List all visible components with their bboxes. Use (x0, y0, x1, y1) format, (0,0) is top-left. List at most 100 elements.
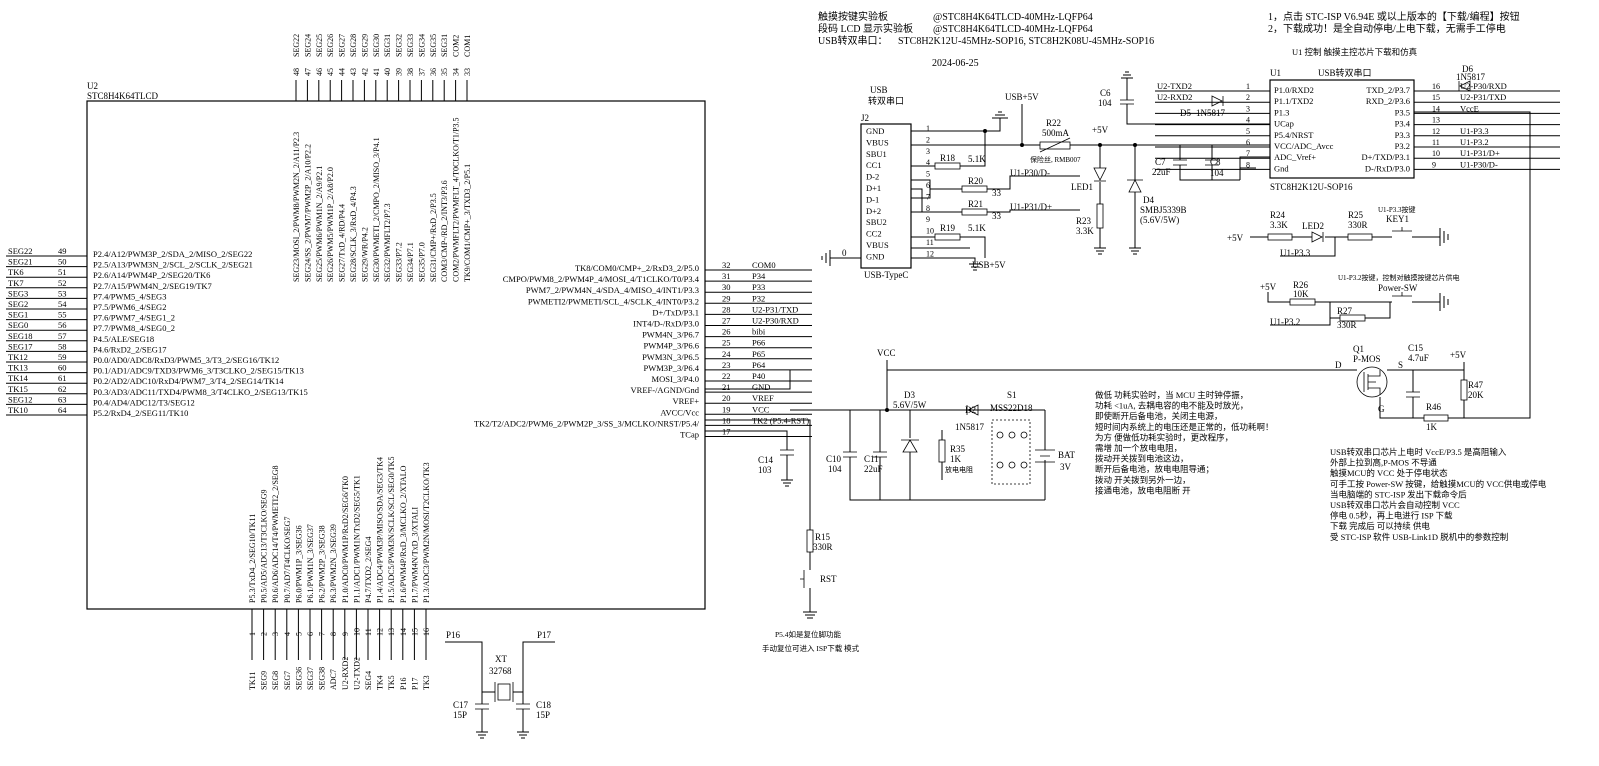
pin-number: 8 (1246, 160, 1250, 169)
wire (705, 370, 791, 390)
pin-function: SEG34/P7.1 (406, 242, 415, 282)
rst-label: RST (820, 574, 837, 584)
r19-ref: R19 (940, 223, 956, 233)
r27-ref: R27 (1337, 306, 1353, 316)
wire (911, 131, 986, 167)
pin-number: 11 (1432, 138, 1440, 147)
key1-note: U1-P3.3按键 (1378, 205, 1416, 214)
d6-icon (1458, 80, 1471, 92)
pin-function: P1.4/ADC4/PWM3P/MISO/SDA/SEG3/TK4 (376, 457, 385, 603)
pin-number: 22 (722, 371, 731, 381)
pin-net: VccE (1460, 103, 1479, 113)
pin-function: SEG29/WR/P4.2 (360, 227, 369, 282)
note-line: 拨动 开关拨到另外一边， (1095, 475, 1191, 485)
pin-number: 3 (271, 632, 280, 636)
wire (1126, 78, 1270, 125)
board1-label: 触摸按键实验板 (818, 10, 888, 23)
pin-function: SEG32/PWMFLT2/P7.3 (383, 203, 392, 282)
usb5v-bottom: USB+5V (972, 260, 1006, 270)
pin-net: SEG2 (8, 299, 28, 309)
note-line: USB转双串口芯片会自动控制 VCC (1330, 500, 1460, 510)
pin-number: 1 (248, 632, 257, 636)
pin-net: COM0 (752, 260, 776, 270)
j2-pin-number: 5 (926, 170, 930, 179)
j2-pin-number: 3 (926, 147, 930, 156)
pin-number: 16 (422, 628, 431, 636)
xt-plates (494, 682, 514, 702)
c15-value: 4.7uF (1408, 353, 1429, 363)
pin-number: 45 (326, 68, 335, 76)
keys-section: +5V R24 3.3K LED2 R25 330R U1-P3.3按键 KEY… (1227, 205, 1460, 330)
pin-number: 37 (417, 68, 426, 76)
pin-number: 6 (306, 632, 315, 636)
r25-ref: R25 (1348, 210, 1364, 220)
pin-net: SEG0 (8, 320, 28, 330)
key1-button (1392, 227, 1412, 232)
gnd-icon (1129, 247, 1141, 255)
u2-body (86, 100, 706, 610)
r24-value: 3.3K (1270, 220, 1288, 230)
d3-ref: D3 (904, 390, 915, 400)
wire (481, 692, 524, 732)
pin-net: P17 (410, 678, 419, 690)
j2-pin-label: CC2 (866, 229, 882, 239)
note-line: 接通电池，放电电阻断 开 (1095, 485, 1191, 495)
pin-function: P7.7/PWM8_4/SEG0_2 (93, 323, 175, 333)
r35-resistor (938, 439, 946, 463)
pin-net: COM2 (452, 35, 461, 57)
note-line: USB转双串口芯片上电时 VccE/P3.5 是高阻输入 (1330, 447, 1507, 457)
xt-crystal-icon (497, 683, 511, 701)
bat-value: 3V (1060, 462, 1072, 472)
j2-part: USB-TypeC (864, 270, 908, 280)
pin-number: 7 (1246, 149, 1250, 158)
pin-function: Gnd (1274, 163, 1289, 173)
note-line: 短时间内系统上的电压还是正常的，低功耗啊！ (1095, 422, 1274, 432)
pin-number: 9 (341, 632, 350, 636)
c8-ref: C8 (1210, 157, 1221, 167)
pin-net: P33 (752, 282, 765, 292)
pin-net: SEG36 (294, 667, 303, 690)
wire (1179, 145, 1240, 181)
fuse-mark (1039, 137, 1071, 153)
pin-function: PWM7_2/PWM4N_4/SDA_4/MISO_4/INT1/P3.3 (526, 285, 699, 295)
usb5v-top: USB+5V (1005, 92, 1039, 102)
wire (911, 247, 976, 264)
pin-number: 3 (1246, 104, 1250, 113)
q1-value: P-MOS (1353, 354, 1381, 364)
pin-net: SEG26 (326, 34, 335, 57)
j2-pin-label: D-1 (866, 194, 879, 204)
d5-value: 1N5817 (1196, 108, 1225, 118)
wire (911, 118, 1001, 132)
r27-value: 330R (1337, 320, 1357, 330)
q1-s-label: S (1398, 360, 1403, 370)
pin-function: D+/TxD/P3.1 (652, 307, 699, 317)
pin-number: 2 (1246, 93, 1250, 102)
pin-number: 64 (58, 405, 67, 415)
pin-function: SEG26/PWM5/PWM1P_2/A8/P2.0 (326, 167, 335, 282)
u1-title-label: USB转双串口 (1318, 67, 1372, 78)
pin-function: VREF-/AGND/Gnd (631, 385, 700, 395)
junction-dot (983, 129, 987, 133)
c14-icon (780, 449, 794, 456)
pin-net: SEG24 (303, 34, 312, 57)
pin-function: P4.5/ALE/SEG18 (93, 334, 154, 344)
j2-pin-number: 9 (926, 215, 930, 224)
pin-function: SEG24/SS_2/PWM7/PWM2P_2/A10/P2.2 (303, 144, 312, 282)
pin-number: 29 (722, 293, 731, 303)
pin-net: SEG31 (383, 34, 392, 57)
r19-value: 5.1K (968, 223, 986, 233)
wire (705, 430, 788, 480)
pin-number: 35 (440, 68, 449, 76)
note-line: 可手工按 Power-SW 按键，给触摸MCU的 VCC供电或停电 (1330, 479, 1547, 489)
gnd-icon (803, 611, 817, 619)
gnd-icon (1121, 71, 1133, 79)
r22-ref: R22 (1046, 118, 1061, 128)
instruction-line2: 2，下载成功！是全自动停电/上电下载，无需手工停电 (1268, 22, 1506, 35)
r26-resistor (1289, 298, 1316, 306)
pin-net: P65 (752, 349, 765, 359)
p30d-net: U1-P30/D- (1010, 168, 1050, 178)
gnd-icon (1439, 228, 1449, 246)
r35-ref: R35 (950, 444, 966, 454)
pin-function: AVCC/Vcc (660, 407, 699, 417)
pin-function: P1.3 (1274, 107, 1289, 117)
